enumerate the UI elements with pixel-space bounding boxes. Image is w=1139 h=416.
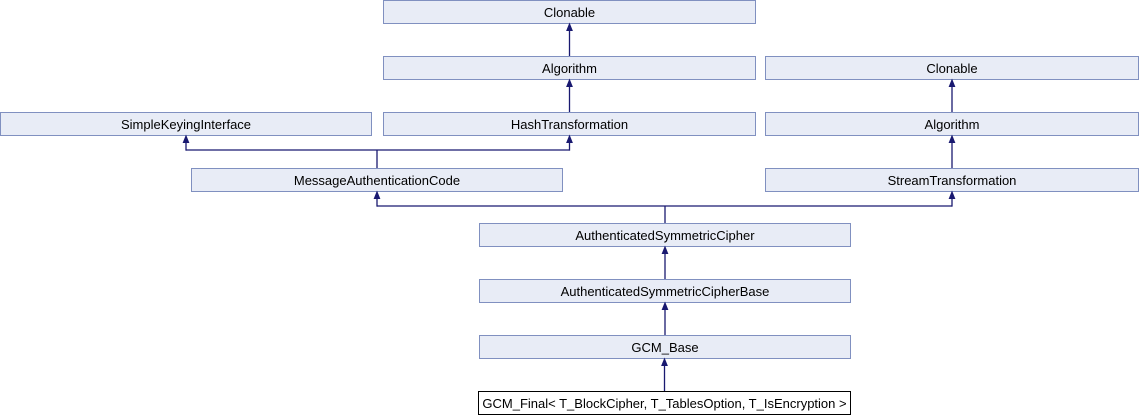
class-node-clonable-top[interactable]: Clonable (383, 0, 756, 24)
class-node-message-authentication-code[interactable]: MessageAuthenticationCode (191, 168, 563, 192)
class-node-stream-transformation[interactable]: StreamTransformation (765, 168, 1139, 192)
class-node-clonable-right[interactable]: Clonable (765, 56, 1139, 80)
class-node-authenticated-symmetric-cipher-base[interactable]: AuthenticatedSymmetricCipherBase (479, 279, 851, 303)
class-node-simple-keying-interface[interactable]: SimpleKeyingInterface (0, 112, 372, 136)
class-node-gcm-final: GCM_Final< T_BlockCipher, T_TablesOption… (478, 391, 851, 415)
class-node-authenticated-symmetric-cipher[interactable]: AuthenticatedSymmetricCipher (479, 223, 851, 247)
class-node-algorithm-right[interactable]: Algorithm (765, 112, 1139, 136)
class-node-gcm-base[interactable]: GCM_Base (479, 335, 851, 359)
class-node-algorithm-left[interactable]: Algorithm (383, 56, 756, 80)
class-node-hash-transformation[interactable]: HashTransformation (383, 112, 756, 136)
